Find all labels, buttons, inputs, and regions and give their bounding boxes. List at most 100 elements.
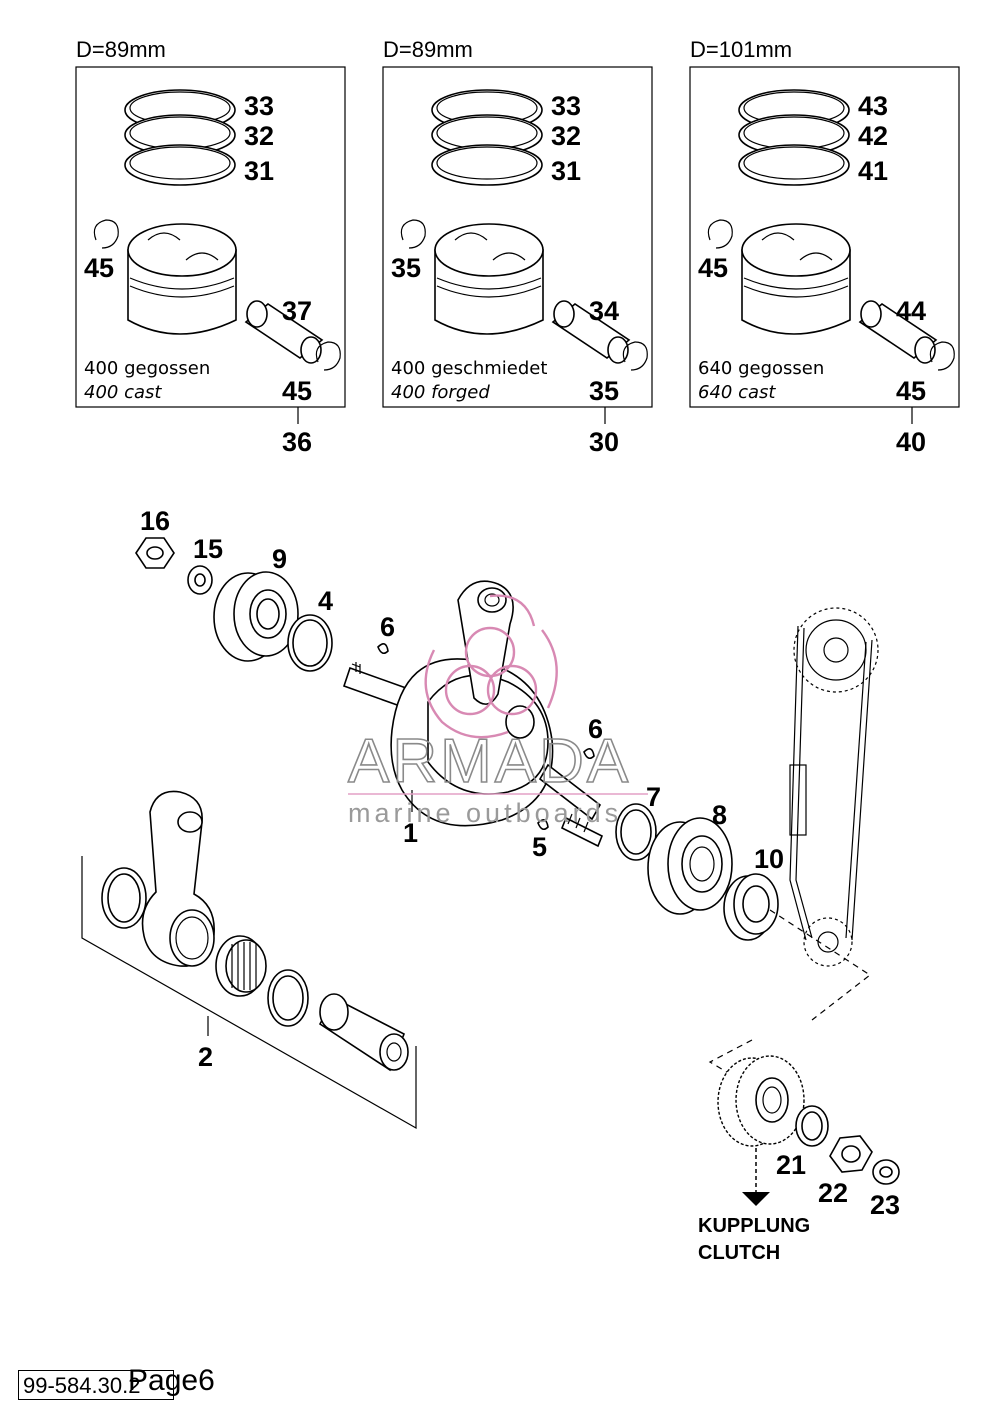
nut-16 (135, 537, 175, 569)
piston-ring (124, 144, 236, 186)
kit-caption-en: 640 cast (698, 382, 776, 403)
circlip-bottom-number: 45 (282, 376, 312, 406)
kit-caption-de: 400 geschmiedet (391, 358, 547, 379)
kit-diameter: D=89mm (76, 37, 166, 62)
shim-4 (287, 614, 333, 672)
piston-ring (431, 144, 543, 186)
part-number-21: 21 (776, 1150, 806, 1180)
woodruff-key-5 (537, 819, 549, 831)
timing-chain-sprockets (708, 607, 879, 1081)
part-number-10: 10 (754, 844, 784, 874)
circlip-top-number: 45 (698, 253, 728, 283)
shim-7 (615, 803, 657, 861)
ring-number: 32 (551, 121, 581, 151)
ring-number: 42 (858, 121, 888, 151)
kit-caption-en: 400 cast (84, 382, 162, 403)
clutch-arrow-icon (742, 1148, 770, 1206)
ring-number: 31 (244, 156, 274, 186)
circlip-top-icon (400, 219, 426, 249)
part-number-8: 8 (712, 800, 727, 830)
ring-number: 31 (551, 156, 581, 186)
woodruff-key-6a (377, 643, 389, 655)
part-number-23: 23 (870, 1190, 900, 1220)
piston-details (129, 232, 235, 298)
armada-logo-icon (424, 594, 558, 739)
part-number-7: 7 (646, 782, 661, 812)
piston-pin-end (607, 336, 629, 364)
part-number-1: 1 (403, 818, 418, 848)
kit-caption-de: 640 gegossen (698, 358, 824, 379)
circlip-top-icon (707, 219, 733, 249)
part-number-4: 4 (318, 586, 333, 616)
pin-number: 34 (589, 296, 619, 326)
piston-ring-inner (743, 146, 845, 180)
piston-pin-end (553, 300, 575, 328)
woodruff-key-6b (583, 748, 595, 760)
clutch-label-de: KUPPLUNG (698, 1215, 810, 1237)
circlip-top-number: 45 (84, 253, 114, 283)
kit-number: 36 (282, 427, 312, 457)
conrod-kit-2 (81, 790, 417, 1130)
piston-crown (434, 223, 544, 277)
pin-number: 44 (896, 296, 926, 326)
kit-panel-frame (689, 66, 960, 408)
piston-pin-end (246, 300, 268, 328)
piston-details (436, 232, 542, 298)
pin-number: 37 (282, 296, 312, 326)
nut-22 (829, 1135, 873, 1173)
bearing-8 (647, 817, 733, 915)
kit-number: 40 (896, 427, 926, 457)
kit-diameter: D=101mm (690, 37, 792, 62)
watermark-title: ARMADA (348, 727, 631, 796)
clutch-label-en: CLUTCH (698, 1242, 780, 1264)
ring-number: 33 (551, 91, 581, 121)
circlip-bottom-number: 45 (896, 376, 926, 406)
ring-number: 33 (244, 91, 274, 121)
part-number-15: 15 (193, 534, 223, 564)
ring-number: 32 (244, 121, 274, 151)
piston-details (743, 232, 849, 298)
circlip-bottom-number: 35 (589, 376, 619, 406)
crankshaft-1 (342, 580, 604, 848)
circlip-bottom-icon (315, 341, 341, 371)
part-number-2: 2 (198, 1042, 213, 1072)
ring-number: 41 (858, 156, 888, 186)
part-number-6a: 6 (380, 612, 395, 642)
circlip-top-icon (93, 219, 119, 249)
watermark-subtitle: marine outboards (348, 798, 622, 828)
piston-ring-inner (436, 146, 538, 180)
bearing-9 (213, 571, 299, 662)
part-number-16: 16 (140, 506, 170, 536)
crank-assembly: 16 15 9 4 6 6 1 5 7 8 10 2 21 22 23 KUPP… (81, 506, 900, 1264)
document-code: 99-584.30.2 (18, 1370, 174, 1400)
kit-caption-en: 400 forged (391, 382, 490, 403)
ring-number: 43 (858, 91, 888, 121)
washer-15 (187, 565, 213, 595)
kit-panel-frame (382, 66, 653, 408)
part-number-9: 9 (272, 544, 287, 574)
kit-diameter: D=89mm (383, 37, 473, 62)
kit-caption-de: 400 gegossen (84, 358, 210, 379)
circlip-top-number: 35 (391, 253, 421, 283)
piston-ring-inner (129, 146, 231, 180)
kit-number: 30 (589, 427, 619, 457)
washer-23 (872, 1159, 900, 1185)
piston-pin-end (914, 336, 936, 364)
part-number-22: 22 (818, 1178, 848, 1208)
piston-crown (741, 223, 851, 277)
page-number: Page6 (128, 1364, 215, 1397)
primary-gear (717, 1055, 805, 1147)
kit-panel-frame (75, 66, 346, 408)
piston-ring (738, 144, 850, 186)
circlip-bottom-icon (622, 341, 648, 371)
piston-pin-end (300, 336, 322, 364)
watermark: ARMADA marine outboards (347, 594, 648, 828)
seal-10 (723, 873, 779, 941)
piston-pin-end (860, 300, 882, 328)
